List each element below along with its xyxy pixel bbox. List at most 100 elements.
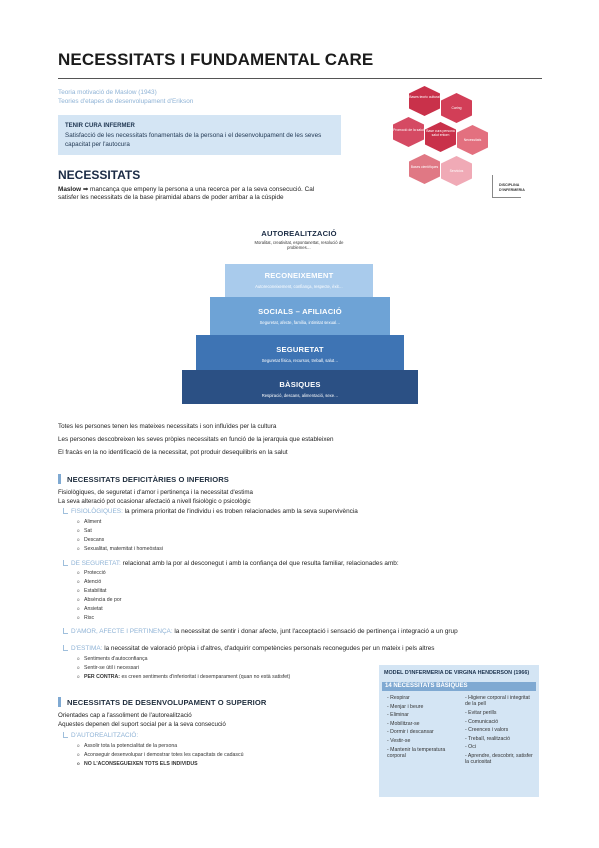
nursing-care-text: Satisfacció de les necessitats fonamenta… <box>65 132 322 148</box>
diagram-caption-bracket <box>492 175 521 198</box>
list-item: - Menjar i beure <box>387 703 424 710</box>
hex-label: Bases teoric cultural <box>409 95 440 99</box>
list-item: - Oci <box>465 744 476 751</box>
hex-cell: Caring <box>441 93 472 123</box>
pyramid-level-sub: Moralitat, creativitat, espontaneïtat, r… <box>254 240 344 250</box>
branch-marker <box>63 732 68 738</box>
branch-marker <box>63 560 68 566</box>
safety-line: DE SEGURETAT: relacionat amb la por al d… <box>71 560 399 567</box>
pyramid-level-label: RECONEIXEMENT <box>264 271 334 280</box>
list-item: - Higiene corporal i integritat de la pe… <box>465 695 530 708</box>
pyramid-level-sub: Respiració, descans, alimentació, sexe… <box>261 393 339 398</box>
esteem-line: D'ESTIMA: la necessitat de valoració prò… <box>71 645 435 652</box>
list-item: - Eliminar <box>387 712 409 719</box>
hex-label: Promoció de la salut <box>393 128 424 132</box>
list-item: Estabilitat <box>77 587 122 596</box>
needs-heading: NECESSITATS <box>58 168 141 182</box>
henderson-model-box: MODEL D'INFERMERIA DE VIRGINA HENDERSON … <box>379 665 539 797</box>
pyramid-level-sub: Autoreconeixement, confiança, respecte, … <box>255 284 343 289</box>
list-item: Descans <box>77 536 163 545</box>
list-item: Aconseguir desenvolupar i demostrar tote… <box>77 751 243 760</box>
list-item: PER CONTRA: es creen sentiments d'inferi… <box>77 673 290 682</box>
branch-marker <box>63 508 68 514</box>
safety-text: relacionat amb la por al desconegut i am… <box>122 560 399 567</box>
list-item: - Mantenir la temperatura corporal <box>387 746 446 759</box>
list-item: Sentir-se útil i necessari <box>77 664 290 673</box>
love-belonging-key: D'AMOR, AFECTE I PERTINENÇA: <box>71 628 173 635</box>
hex-cell: Promoció de la salut <box>393 117 424 147</box>
henderson-subtitle: 14 NECESSITATS BÀSIQUES <box>382 682 536 691</box>
pyramid-level-social: SOCIALS – AFILIACIÓ Seguretat, afecte, f… <box>210 297 390 335</box>
hex-cell: Servicios <box>441 156 472 186</box>
physiological-key: FISIOLÒGIQUES: <box>71 508 123 515</box>
pyramid-level-sub: Seguretat física, recursos, treball, sal… <box>261 358 339 363</box>
list-item: - Comunicació <box>465 718 499 725</box>
list-item: - Dormir i descansar <box>387 729 434 736</box>
love-belonging-text: la necessitat de sentir i donar afecte, … <box>174 628 458 635</box>
list-item: NO L'ACONSEGUEIXEN TOTS ELS INDIVIDUS <box>77 760 243 769</box>
list-item: - Evitar perills <box>465 710 497 716</box>
hex-cell: Bases teoric cultural <box>409 86 440 116</box>
physiological-text: la primera prioritat de l'individu i es … <box>124 508 358 515</box>
growth-line1: Orientades cap a l'assoliment de l'autor… <box>58 712 192 719</box>
henderson-list-right: - Higiene corporal i integritat de la pe… <box>465 695 537 768</box>
esteem-list: Sentiments d'autoconfiança Sentir-se úti… <box>77 655 290 682</box>
deficit-line2: La seva alteració pot ocasionar afectaci… <box>58 498 251 505</box>
list-item: - Respirar <box>387 695 410 701</box>
henderson-title: MODEL D'INFERMERIA DE VIRGINA HENDERSON … <box>384 670 530 676</box>
page-title: NECESSITATS I FUNDAMENTAL CARE <box>58 50 374 69</box>
nursing-care-heading: TENIR CURA INFERMER <box>65 123 135 129</box>
hex-label: Necessitats <box>463 138 482 142</box>
hex-label: Bases científiques <box>410 165 439 169</box>
branch-marker <box>63 645 68 651</box>
statement: El fracàs en la no identificació de la n… <box>58 449 288 456</box>
list-item: Risc <box>77 614 122 623</box>
love-belonging-line: D'AMOR, AFECTE I PERTINENÇA: la necessit… <box>71 628 458 635</box>
list-item: Ansietat <box>77 605 122 614</box>
esteem-text: la necessitat de valoració pròpia i d'al… <box>104 645 435 652</box>
deficit-line1: Fisiològiques, de seguretat i d'amor i p… <box>58 489 253 496</box>
pyramid-level-label: AUTOREALITZACIÓ <box>261 229 337 238</box>
pyramid-level-esteem: RECONEIXEMENT Autoreconeixement, confian… <box>225 264 373 297</box>
pyramid-level-basic: BÀSIQUES Respiració, descans, alimentaci… <box>182 370 418 404</box>
list-item: Atenció <box>77 578 122 587</box>
maslow-label: Maslow <box>58 186 82 193</box>
growth-needs-heading: NECESSITATS DE DESENVOLUPAMENT O SUPERIO… <box>67 698 267 707</box>
nursing-care-box: TENIR CURA INFERMER Satisfacció de les n… <box>58 115 341 155</box>
section-marker <box>58 474 61 484</box>
list-item: - Vestir-se <box>387 737 411 744</box>
safety-key: DE SEGURETAT: <box>71 560 121 567</box>
physiological-line: FISIOLÒGIQUES: la primera prioritat de l… <box>71 508 358 515</box>
deficit-needs-heading: NECESSITATS DEFICITÀRIES O INFERIORS <box>67 475 229 484</box>
contrary-text: es creen sentiments d'inferioritat i des… <box>121 673 291 680</box>
needs-definition-line2: satisfer les necessitats de la base pira… <box>58 194 284 201</box>
list-item: Absència de por <box>77 596 122 605</box>
pyramid-level-safety: SEGURETAT Seguretat física, recursos, tr… <box>196 335 404 370</box>
hex-label: Servicios <box>449 169 464 173</box>
hex-label: Caring <box>451 106 462 110</box>
pyramid-level-self-actualization: AUTOREALITZACIÓ Moralitat, creativitat, … <box>240 226 358 264</box>
list-item: - Creences i valors <box>465 727 509 734</box>
pyramid-level-sub: Seguretat, afecte, família, intimitat se… <box>259 320 341 325</box>
maslow-definition: mancança que empeny la persona a una rec… <box>90 186 315 193</box>
list-item: Sat <box>77 527 163 536</box>
hex-cell: Base cura persona salut entorn <box>425 122 456 152</box>
list-item: Sentiments d'autoconfiança <box>77 655 290 664</box>
list-item: - Treball, realització <box>465 735 510 742</box>
diagram-caption: DISCIPLINA D'INFERMERIA <box>499 183 525 192</box>
hex-cell: Bases científiques <box>409 154 440 184</box>
list-item: - Mobilitzar-se <box>387 720 420 727</box>
section-marker <box>58 697 61 707</box>
needs-definition-line1: Maslow ➡ mancança que empeny la persona … <box>58 185 314 193</box>
list-item: Assolir tota la potencialitat de la pers… <box>77 742 243 751</box>
self-actualization-key: D'AUTOREALITZACIÓ: <box>71 732 139 739</box>
branch-marker <box>63 628 68 634</box>
pyramid-level-label: SEGURETAT <box>276 345 324 354</box>
arrow-icon: ➡ <box>82 186 89 193</box>
pyramid-level-label: BÀSIQUES <box>279 380 321 389</box>
title-divider <box>58 78 542 79</box>
henderson-list-left: - Respirar - Menjar i beure - Eliminar -… <box>387 695 459 762</box>
safety-list: Protecció Atenció Estabilitat Absència d… <box>77 569 122 622</box>
hex-label: Base cura persona salut entorn <box>426 129 455 137</box>
self-actualization-line: D'AUTOREALITZACIÓ: <box>71 732 138 739</box>
